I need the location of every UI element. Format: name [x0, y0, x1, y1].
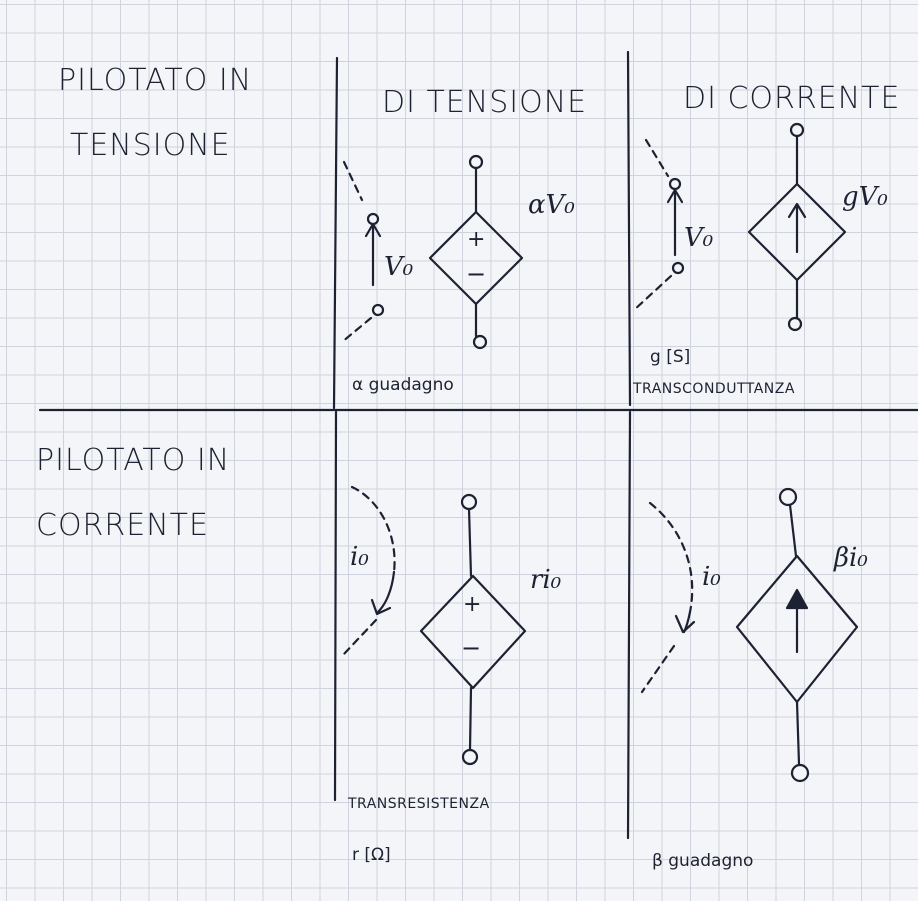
- cccs-control-wire-top: [648, 501, 694, 614]
- ccvs-minus-sign: −: [461, 634, 481, 662]
- vcvs-terminal-bottom: [472, 334, 488, 350]
- vccs-unit-note: g [S]: [650, 347, 690, 367]
- cccs-terminal-top: [778, 487, 798, 507]
- dependent-voltage-source-icon: [428, 210, 524, 306]
- ccvs-cell: i₀ + − ri₀ TRANSRESISTENZA r [Ω]: [342, 485, 562, 865]
- vccs-current-arrow-head-icon: [787, 202, 807, 219]
- column-divider-1-top: [332, 56, 339, 410]
- vcvs-control-wire-top: [342, 160, 364, 202]
- vccs-arrow-head-icon: [666, 188, 684, 204]
- vccs-control-wire-bottom: [632, 274, 673, 312]
- vccs-control-label: V₀: [684, 223, 714, 253]
- cccs-control-label: i₀: [702, 562, 721, 592]
- ccvs-wire-bottom: [468, 686, 473, 752]
- cccs-arrow-head-icon: [674, 614, 696, 634]
- column-header-voltage-source: DI TENSIONE: [382, 85, 587, 120]
- vccs-control-terminal-top: [668, 177, 682, 191]
- vccs-control-terminal-bottom: [671, 261, 685, 275]
- column-header-current-source: DI CORRENTE: [683, 81, 900, 116]
- vccs-value-label: gV₀: [842, 182, 888, 212]
- row-label-current-line2: CORRENTE: [36, 508, 209, 543]
- cccs-value-label: βi₀: [833, 543, 868, 573]
- cccs-control-wire-bottom: [640, 644, 676, 694]
- ccvs-arrow-head-icon: [370, 598, 392, 616]
- vcvs-plus-sign: +: [467, 227, 485, 252]
- vccs-terminal-bottom: [787, 316, 803, 332]
- ccvs-unit-note: r [Ω]: [352, 845, 391, 865]
- vcvs-control-terminal-top: [366, 212, 380, 226]
- table-grid: [38, 50, 918, 840]
- vcvs-cell: V₀ + − αV₀ α guadagno: [340, 154, 575, 395]
- row-label-voltage-line1: PILOTATO IN: [58, 63, 252, 98]
- cccs-terminal-bottom: [790, 763, 810, 783]
- vccs-terminal-top: [789, 122, 805, 138]
- ccvs-value-label: ri₀: [530, 565, 562, 595]
- vcvs-control-terminal-bottom: [371, 303, 385, 317]
- cccs-cell: i₀ βi₀ β guadagno: [640, 487, 868, 871]
- vcvs-control-label: V₀: [384, 252, 414, 282]
- cccs-wire-bottom: [795, 700, 801, 766]
- ccvs-control-arrow: [376, 570, 396, 614]
- ccvs-terminal-top: [460, 493, 478, 511]
- row-label-voltage-line2: TENSIONE: [70, 128, 231, 163]
- row-label-current-line1: PILOTATO IN: [36, 443, 230, 478]
- vcvs-value-label: αV₀: [528, 190, 575, 220]
- ccvs-plus-sign: +: [463, 592, 481, 617]
- dependent-voltage-source-icon: [419, 574, 527, 690]
- column-divider-2-bottom: [626, 410, 632, 840]
- vcvs-control-wire-bottom: [340, 316, 373, 344]
- ccvs-terminal-bottom: [461, 748, 479, 766]
- column-divider-1-bottom: [333, 410, 338, 802]
- vccs-cell: V₀ gV₀ g [S] TRANSCONDUTTANZA: [632, 122, 888, 397]
- ccvs-control-label: i₀: [350, 542, 369, 572]
- vcvs-gain-note: α guadagno: [352, 375, 454, 395]
- column-divider-2-top: [626, 50, 632, 407]
- cccs-current-arrow-head-icon: [785, 588, 809, 610]
- vcvs-terminal-top: [468, 154, 484, 170]
- cccs-gain-note: β guadagno: [652, 851, 753, 871]
- vccs-control-wire-top: [644, 138, 670, 178]
- ccvs-name-note: TRANSRESISTENZA: [347, 796, 490, 812]
- ccvs-wire-top: [467, 507, 473, 578]
- cccs-wire-top: [788, 503, 798, 558]
- vcvs-arrow-head-icon: [364, 222, 382, 238]
- vcvs-minus-sign: −: [466, 260, 486, 288]
- ccvs-control-wire-bottom: [342, 618, 378, 656]
- vccs-name-note: TRANSCONDUTTANZA: [632, 381, 795, 397]
